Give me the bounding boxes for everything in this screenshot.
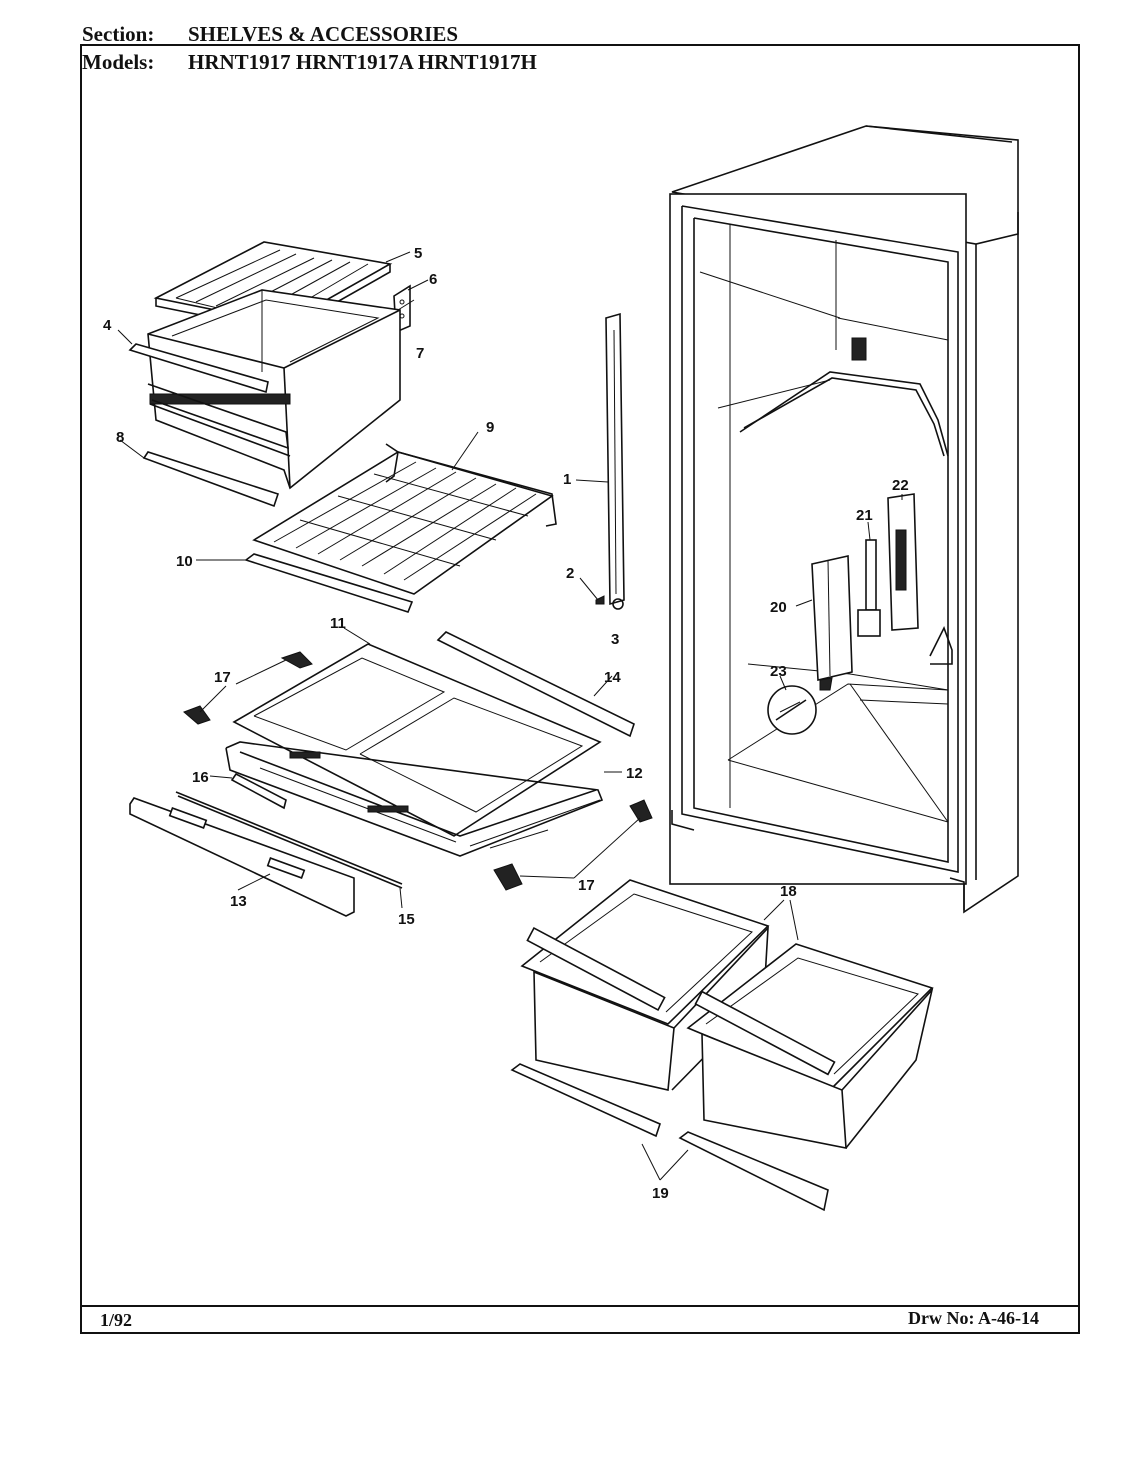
section-label: Section: (82, 22, 155, 46)
footer-drawing-number: Drw No: A-46-14 (908, 1308, 1039, 1328)
callout-23: 23 (770, 663, 787, 680)
part-11-glass-shelf (232, 643, 602, 837)
callout-3: 3 (611, 631, 619, 648)
callout-1: 1 (563, 471, 571, 488)
drawing-frame (80, 44, 1080, 1334)
callout-17: 17 (214, 669, 231, 686)
part-10-trim (244, 553, 414, 613)
part-8-trim (142, 451, 280, 508)
part-18-crisper-right (686, 943, 934, 1149)
callout-13: 13 (230, 893, 247, 910)
callout-18: 18 (780, 883, 797, 900)
callout-22: 22 (892, 477, 909, 494)
callout-4: 4 (103, 317, 112, 334)
refrigerator-cabinet (669, 125, 1019, 914)
leader-lines (117, 251, 903, 1181)
callout-8: 8 (116, 429, 124, 446)
models-list: HRNT1917 HRNT1917A HRNT1917H (188, 50, 537, 74)
callout-labels: 1 2 3 4 5 6 7 8 9 10 11 12 13 14 15 16 1… (103, 245, 909, 1202)
callout-6: 6 (429, 271, 437, 288)
callout-21: 21 (856, 507, 873, 524)
callout-11: 11 (330, 615, 346, 632)
part-7-meat-drawer (147, 289, 401, 490)
part-1-shelf-standard (595, 312, 625, 610)
footer-date: 1/92 (100, 1310, 133, 1330)
callout-12: 12 (626, 765, 643, 782)
callout-20: 20 (770, 599, 787, 616)
callout-17-second: 17 (578, 877, 595, 894)
callout-7: 7 (416, 345, 424, 362)
part-12-shelf-frame (225, 741, 604, 857)
part-17-clips (183, 651, 653, 891)
section-header: Section: SHELVES & ACCESSORIES (82, 22, 458, 46)
part-19-trims (510, 1063, 829, 1212)
part-9-wire-shelf (252, 443, 557, 595)
callout-19: 19 (652, 1185, 669, 1202)
part-16-trim (230, 772, 287, 810)
callout-16: 16 (192, 769, 209, 786)
callout-14: 14 (604, 669, 621, 686)
models-header: Models: HRNT1917 HRNT1917A HRNT1917H (82, 50, 537, 74)
callout-5: 5 (414, 245, 422, 262)
section-title: SHELVES & ACCESSORIES (188, 22, 459, 46)
callout-9: 9 (486, 419, 494, 436)
part-18-crisper-left (520, 879, 770, 1091)
callout-15: 15 (398, 911, 415, 928)
footer-rule (80, 1305, 1080, 1307)
part-14-trim (436, 631, 635, 738)
part-13-trim (129, 797, 355, 917)
models-label: Models: (82, 50, 155, 74)
part-15-strip (175, 791, 403, 889)
part-4-trim (128, 343, 269, 394)
callout-10: 10 (176, 553, 193, 570)
callout-2: 2 (566, 565, 574, 582)
